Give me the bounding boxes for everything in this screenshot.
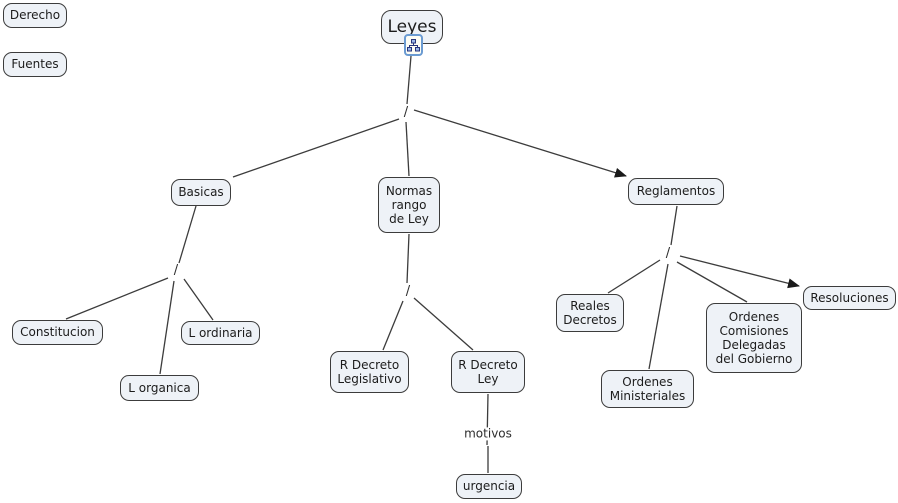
- resource-icon-button[interactable]: [404, 34, 423, 56]
- org-chart-icon: [407, 38, 420, 51]
- node-r-decreto-ley[interactable]: R Decreto Ley: [451, 351, 525, 393]
- node-resoluciones[interactable]: Resoluciones: [803, 286, 896, 310]
- node-leyes[interactable]: Leyes: [381, 10, 443, 44]
- node-fuentes[interactable]: Fuentes: [3, 52, 67, 77]
- node-ordenes-comisiones-delegadas[interactable]: Ordenes Comisiones Delegadas del Gobiern…: [706, 303, 802, 373]
- node-l-organica[interactable]: L organica: [120, 375, 199, 401]
- node-derecho[interactable]: Derecho: [3, 3, 67, 28]
- node-constitucion[interactable]: Constitucion: [12, 320, 103, 345]
- link-label-motivos[interactable]: motivos: [461, 427, 515, 441]
- link-label-junction-normas[interactable]: /: [402, 284, 414, 300]
- node-basicas[interactable]: Basicas: [171, 179, 231, 206]
- link-label-junction-basicas[interactable]: /: [170, 263, 182, 279]
- node-ordenes-ministeriales[interactable]: Ordenes Ministeriales: [601, 370, 694, 408]
- node-r-decreto-legislativo[interactable]: R Decreto Legislativo: [330, 351, 409, 393]
- node-l-ordinaria[interactable]: L ordinaria: [181, 321, 260, 345]
- link-label-junction-reglamentos[interactable]: /: [662, 246, 674, 262]
- link-label-junction-leyes[interactable]: /: [400, 105, 412, 121]
- node-reales-decretos[interactable]: Reales Decretos: [556, 294, 624, 332]
- node-urgencia[interactable]: urgencia: [456, 474, 522, 499]
- node-normas-rango-de-ley[interactable]: Normas rango de Ley: [378, 177, 440, 233]
- node-reglamentos[interactable]: Reglamentos: [628, 178, 724, 205]
